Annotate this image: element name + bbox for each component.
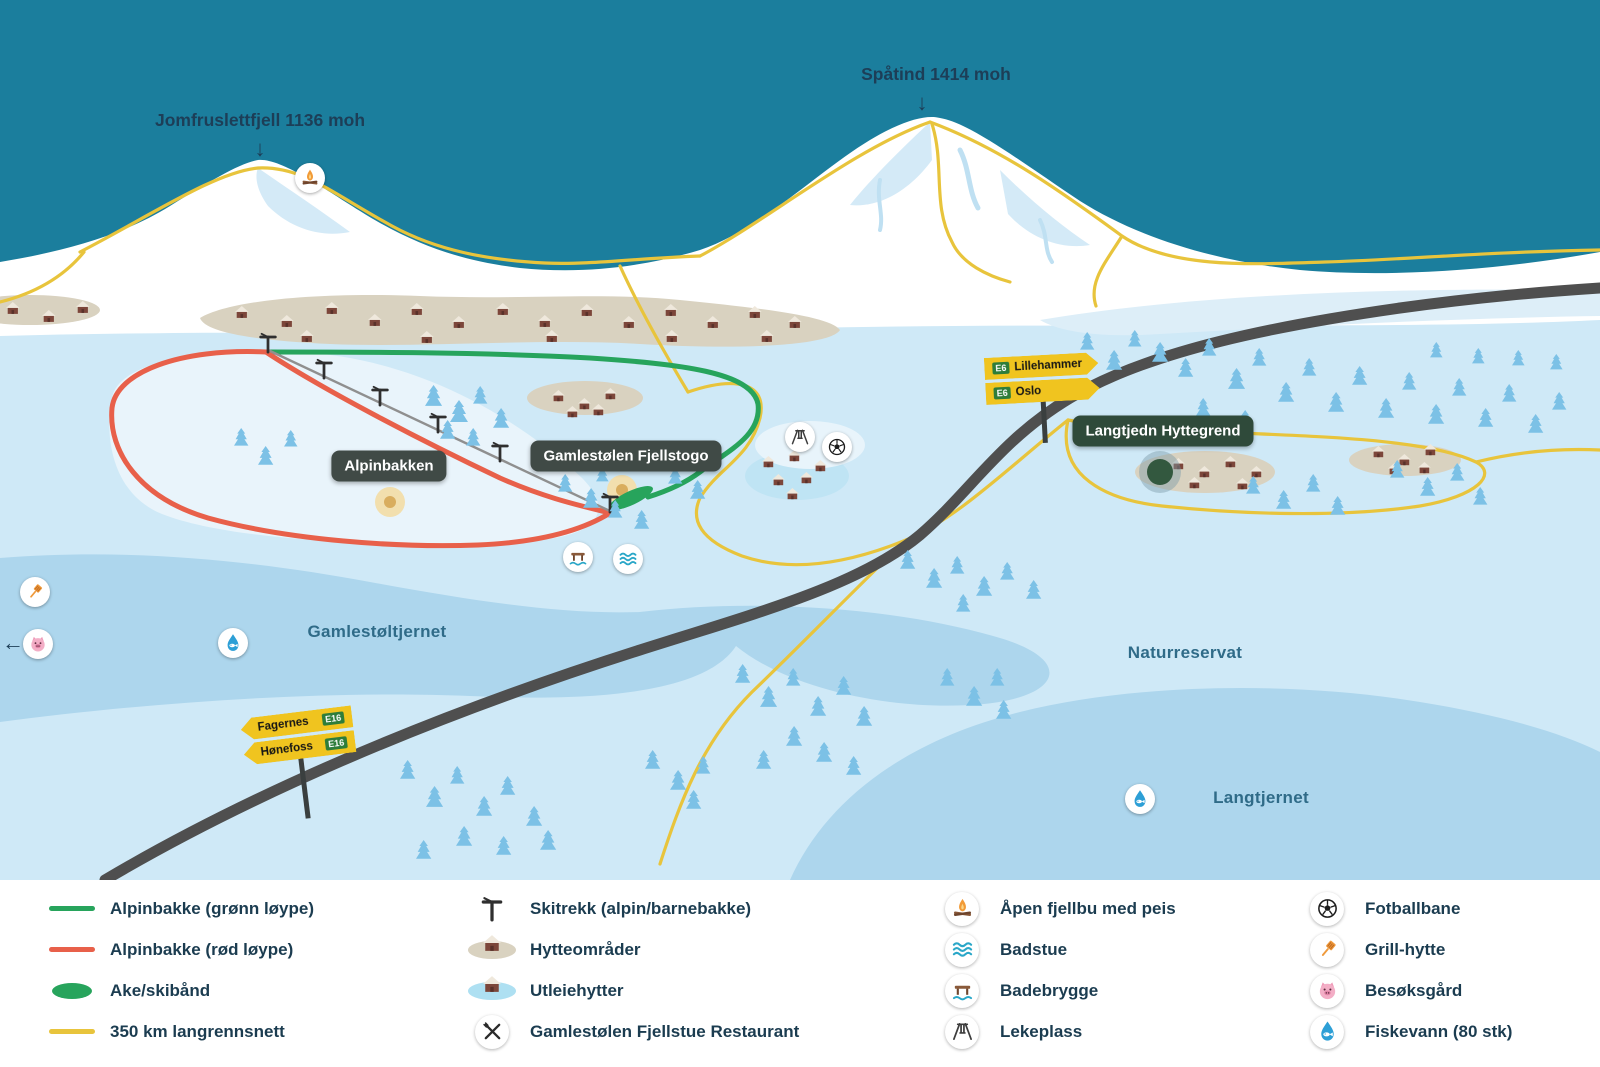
ake-band bbox=[609, 486, 653, 510]
rental-cabin-icon bbox=[468, 975, 516, 1000]
sauna-icon bbox=[613, 544, 643, 574]
legend-item: 350 km langrennsnett bbox=[48, 1011, 314, 1052]
fishing-lake-icon bbox=[1125, 784, 1155, 814]
fishing-lake-icon bbox=[1310, 1014, 1344, 1049]
label-langtjernet: Langtjernet bbox=[1213, 788, 1309, 807]
label-gamlestoltjernet: Gamlestøltjernet bbox=[307, 622, 447, 641]
ski-runs bbox=[109, 349, 761, 549]
legend-item: Fiskevann (80 stk) bbox=[1303, 1011, 1512, 1052]
playground-icon bbox=[785, 422, 815, 452]
fishing-lake-icon bbox=[218, 628, 248, 658]
legend-item: Badstue bbox=[938, 929, 1176, 970]
legend-column-facilities: Skitrekk (alpin/barnebakke) Hytteområder… bbox=[468, 888, 799, 1052]
sign-destination: Lillehammer bbox=[1014, 357, 1083, 374]
legend-item: Åpen fjellbu med peis bbox=[938, 888, 1176, 929]
pill-langtjedn-hyttegrend: Langtjedn Hyttegrend bbox=[1072, 415, 1254, 447]
legend-item: Besøksgård bbox=[1303, 970, 1512, 1011]
hytte-areas bbox=[0, 294, 1461, 493]
ake-band-swatch bbox=[52, 982, 92, 999]
sign-plate: E6 Lillehammer bbox=[984, 352, 1099, 380]
route-chip: E16 bbox=[322, 711, 345, 726]
road-sign-east: E6 Lillehammer E6 Oslo bbox=[984, 352, 1100, 444]
grill-hytte-icon bbox=[1310, 932, 1344, 967]
sauna-icon bbox=[945, 932, 979, 967]
legend-item: Ake/skibånd bbox=[48, 970, 314, 1011]
road bbox=[99, 282, 1600, 880]
ski-area-snowfield bbox=[109, 351, 599, 544]
ski-lift bbox=[259, 332, 619, 514]
legend-item: Alpinbakke (rød løype) bbox=[48, 929, 314, 970]
xc-trail-swatch bbox=[49, 1029, 95, 1034]
football-icon bbox=[822, 432, 852, 462]
besoksgard-icon bbox=[1310, 973, 1344, 1008]
pill-gamlestolen-fjellstogo: Gamlestølen Fjellstogo bbox=[530, 440, 722, 472]
pill-alpinbakken: Alpinbakken bbox=[331, 450, 447, 482]
sign-destination: Oslo bbox=[1015, 385, 1042, 399]
sign-destination: Hønefoss bbox=[260, 740, 314, 759]
legend-item: Skitrekk (alpin/barnebakke) bbox=[468, 888, 799, 929]
arrow-down-icon: ↓ bbox=[254, 136, 266, 161]
route-chip: E16 bbox=[325, 736, 348, 751]
map: Jomfruslettfjell 1136 moh ↓ Spåtind 1414… bbox=[0, 0, 1600, 880]
legend: Alpinbakke (grønn løype) Alpinbakke (rød… bbox=[0, 880, 1600, 1067]
legend-item: Utleiehytter bbox=[468, 970, 799, 1011]
bathing-pier-icon bbox=[563, 542, 593, 572]
label-naturreservat: Naturreservat bbox=[1127, 643, 1243, 662]
legend-column-amenities: Åpen fjellbu med peis Badstue Badebrygge… bbox=[938, 888, 1176, 1052]
settlement-marker-icon bbox=[1147, 459, 1173, 485]
restaurant-icon bbox=[475, 1014, 509, 1049]
route-chip: E6 bbox=[992, 362, 1010, 375]
legend-item: Lekeplass bbox=[938, 1011, 1176, 1052]
sign-destination: Fagernes bbox=[257, 715, 310, 734]
arrow-down-icon: ↓ bbox=[916, 90, 928, 115]
besoksgard-icon bbox=[23, 629, 53, 659]
t-bar-icon bbox=[468, 896, 516, 922]
campfire-icon bbox=[945, 891, 979, 926]
legend-item: Grill-hytte bbox=[1303, 929, 1512, 970]
legend-column-activities: Fotballbane Grill-hytte Besøksgård Fiske… bbox=[1303, 888, 1512, 1052]
grill-hytte-icon bbox=[20, 577, 50, 607]
football-icon bbox=[1310, 891, 1344, 926]
route-chip: E6 bbox=[993, 387, 1011, 400]
legend-item: Hytteområder bbox=[468, 929, 799, 970]
legend-item: Alpinbakke (grønn løype) bbox=[48, 888, 314, 929]
green-run-swatch bbox=[49, 906, 95, 911]
legend-column-runs: Alpinbakke (grønn løype) Alpinbakke (rød… bbox=[48, 888, 314, 1052]
legend-item: Badebrygge bbox=[938, 970, 1176, 1011]
red-run-swatch bbox=[49, 947, 95, 952]
bathing-pier-icon bbox=[945, 973, 979, 1008]
playground-icon bbox=[945, 1014, 979, 1049]
legend-item: Fotballbane bbox=[1303, 888, 1512, 929]
mountain-label-spatind: Spåtind 1414 moh bbox=[861, 64, 1011, 84]
mountain-label-jomfruslettfjell: Jomfruslettfjell 1136 moh bbox=[154, 110, 366, 130]
campfire-icon bbox=[295, 163, 325, 193]
hytte-area-icon bbox=[468, 934, 516, 959]
map-illustration bbox=[0, 0, 1600, 880]
arrow-left-icon: ← bbox=[2, 630, 24, 655]
legend-item: Gamlestølen Fjellstue Restaurant bbox=[468, 1011, 799, 1052]
